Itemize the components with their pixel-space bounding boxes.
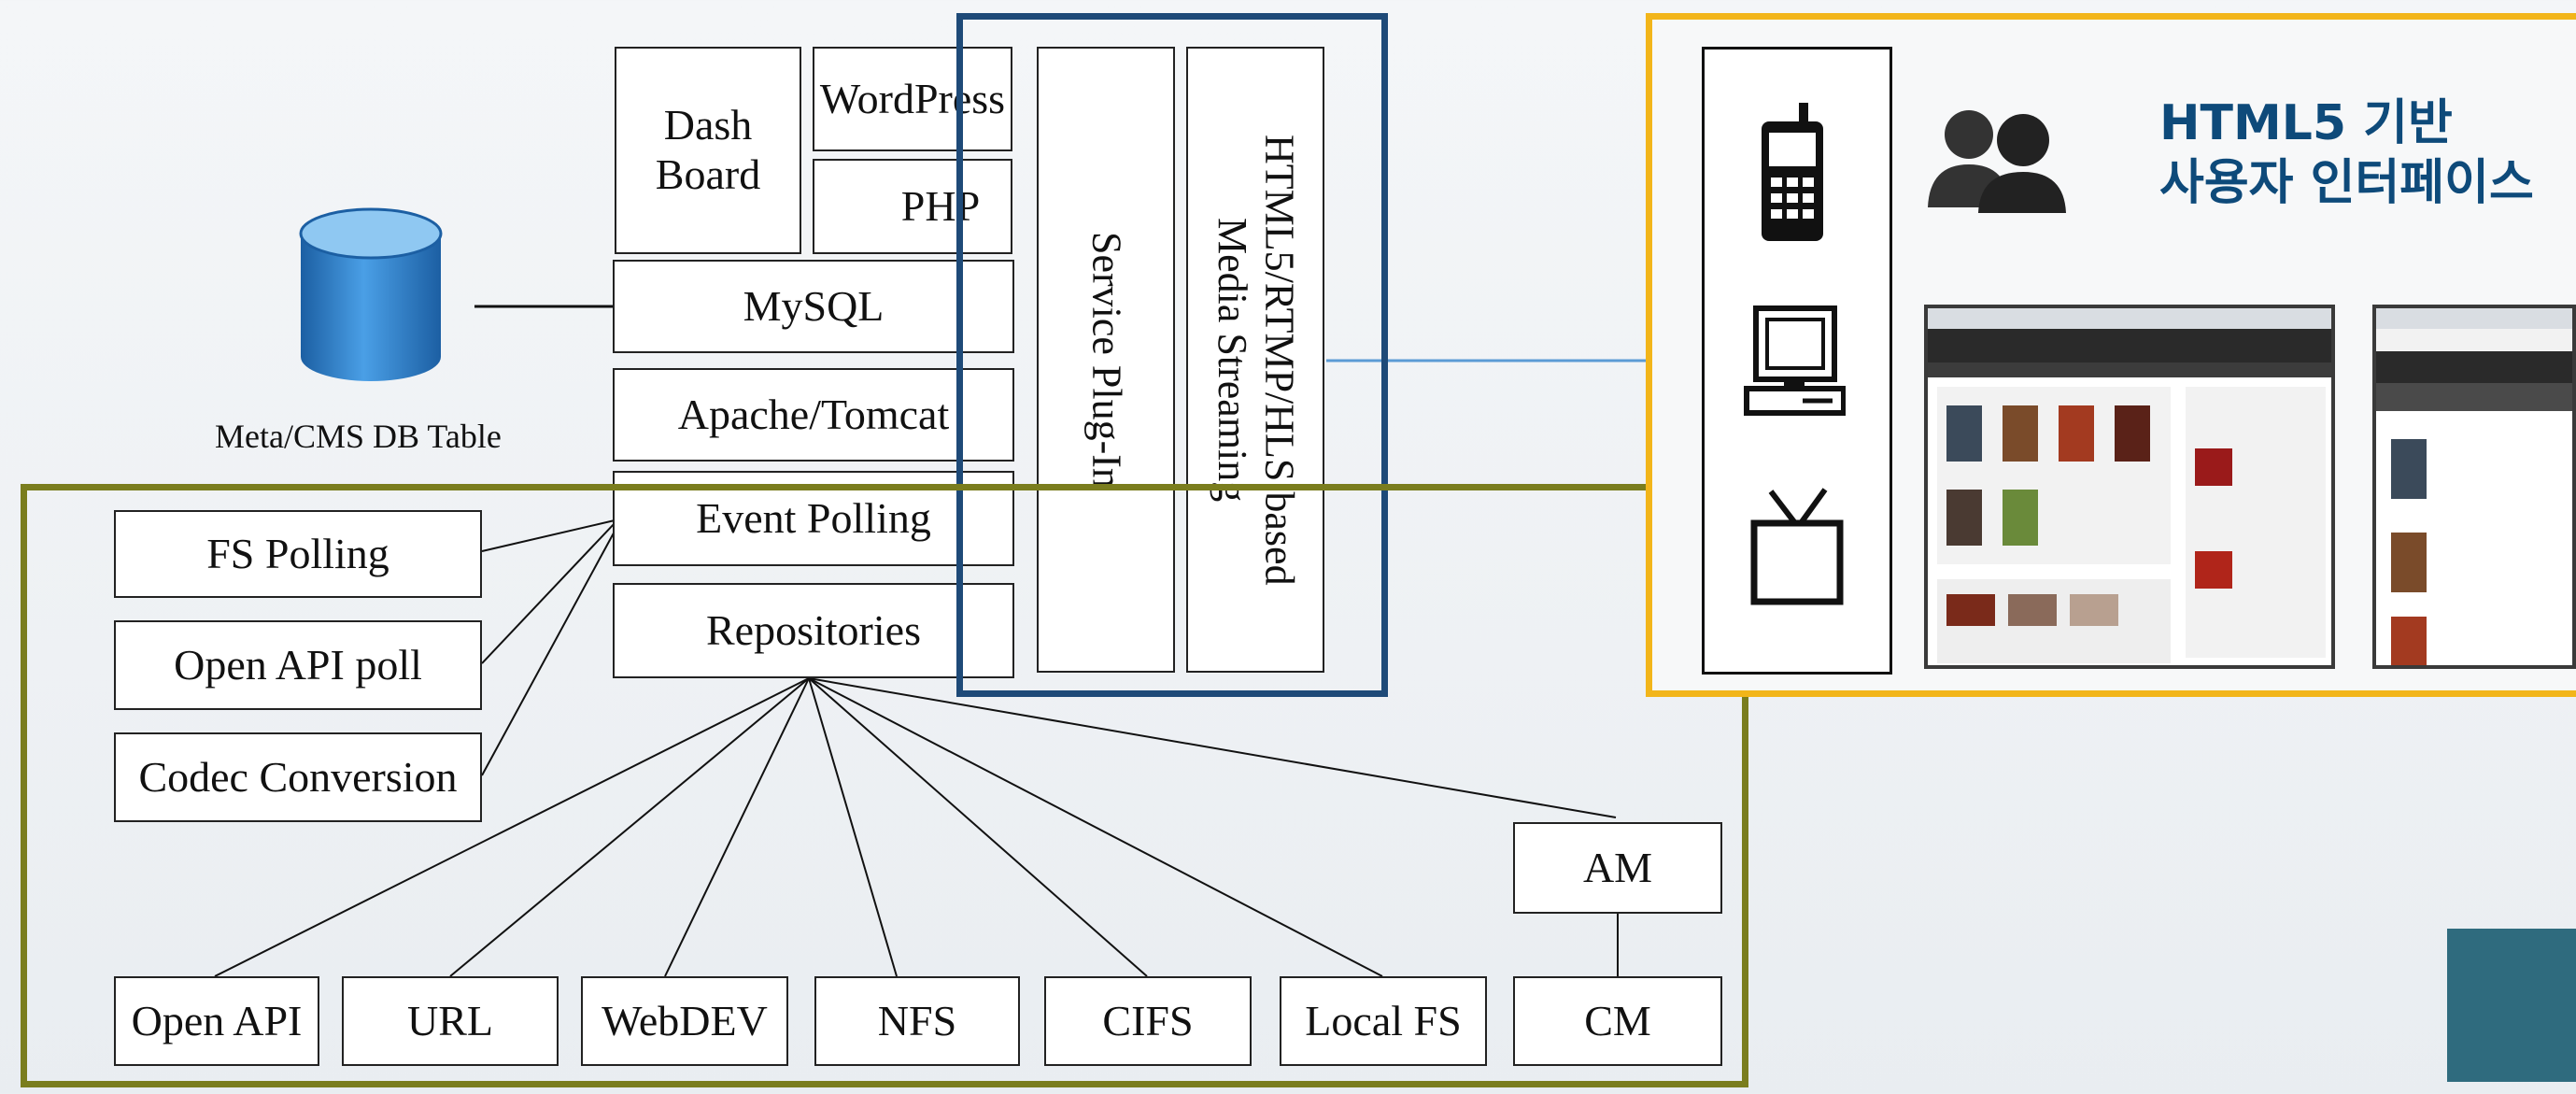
- dashboard-label: Dash Board: [655, 101, 761, 198]
- database-icon: [297, 207, 445, 385]
- fs-polling-label: FS Polling: [206, 529, 389, 577]
- open-api-poll-label: Open API poll: [174, 640, 422, 689]
- open-api-poll-box: Open API poll: [114, 620, 482, 710]
- wordpress-box: WordPress: [813, 47, 1012, 151]
- repositories-label: Repositories: [706, 605, 921, 654]
- tv-icon: [1747, 486, 1849, 612]
- mobile-phone-icon: [1756, 103, 1831, 248]
- streaming-label: HTML5/RTMP/HLS based Media Streaming: [1210, 134, 1303, 586]
- php-label: PHP: [900, 181, 981, 230]
- mobile-ui-screenshot: [2372, 305, 2576, 669]
- apache-label: Apache/Tomcat: [677, 390, 950, 438]
- wordpress-label: WordPress: [819, 74, 1006, 122]
- codec-conversion-label: Codec Conversion: [138, 752, 458, 801]
- source-url-label: URL: [407, 996, 493, 1044]
- green-frame: [21, 484, 1748, 1087]
- source-local-fs-label: Local FS: [1305, 996, 1462, 1044]
- source-open-api: Open API: [114, 976, 319, 1066]
- source-nfs: NFS: [814, 976, 1020, 1066]
- ui-title-line1: HTML5 기반: [2159, 95, 2453, 151]
- streaming-box: HTML5/RTMP/HLS based Media Streaming: [1186, 47, 1324, 673]
- event-polling-label: Event Polling: [696, 493, 931, 542]
- db-label: Meta/CMS DB Table: [215, 418, 502, 455]
- cm-box: CM: [1513, 976, 1722, 1066]
- source-nfs-label: NFS: [877, 996, 957, 1044]
- teal-box: [2447, 929, 2576, 1082]
- mysql-box: MySQL: [613, 260, 1014, 353]
- source-cifs: CIFS: [1044, 976, 1252, 1066]
- repositories-box: Repositories: [613, 583, 1014, 678]
- dashboard-box: Dash Board: [615, 47, 801, 254]
- codec-conversion-box: Codec Conversion: [114, 732, 482, 822]
- desktop-ui-screenshot: [1924, 305, 2335, 669]
- users-icon: [1926, 103, 2066, 220]
- service-plugin-label: Service Plug-In: [1083, 231, 1130, 489]
- desktop-computer-icon: [1743, 305, 1847, 431]
- mysql-label: MySQL: [743, 281, 885, 330]
- am-label: AM: [1582, 843, 1653, 891]
- php-box: PHP: [813, 159, 1012, 254]
- cm-label: CM: [1584, 996, 1651, 1044]
- fs-polling-box: FS Polling: [114, 510, 482, 598]
- source-open-api-label: Open API: [131, 996, 303, 1044]
- source-webdev: WebDEV: [581, 976, 788, 1066]
- ui-title-line2: 사용자 인터페이스: [2159, 155, 2534, 211]
- apache-box: Apache/Tomcat: [613, 368, 1014, 462]
- source-webdev-label: WebDEV: [602, 996, 768, 1044]
- source-local-fs: Local FS: [1280, 976, 1487, 1066]
- blue-frame: [956, 13, 1388, 697]
- source-url: URL: [342, 976, 559, 1066]
- service-plugin-box: Service Plug-In: [1037, 47, 1175, 673]
- source-cifs-label: CIFS: [1102, 996, 1194, 1044]
- am-box: AM: [1513, 822, 1722, 914]
